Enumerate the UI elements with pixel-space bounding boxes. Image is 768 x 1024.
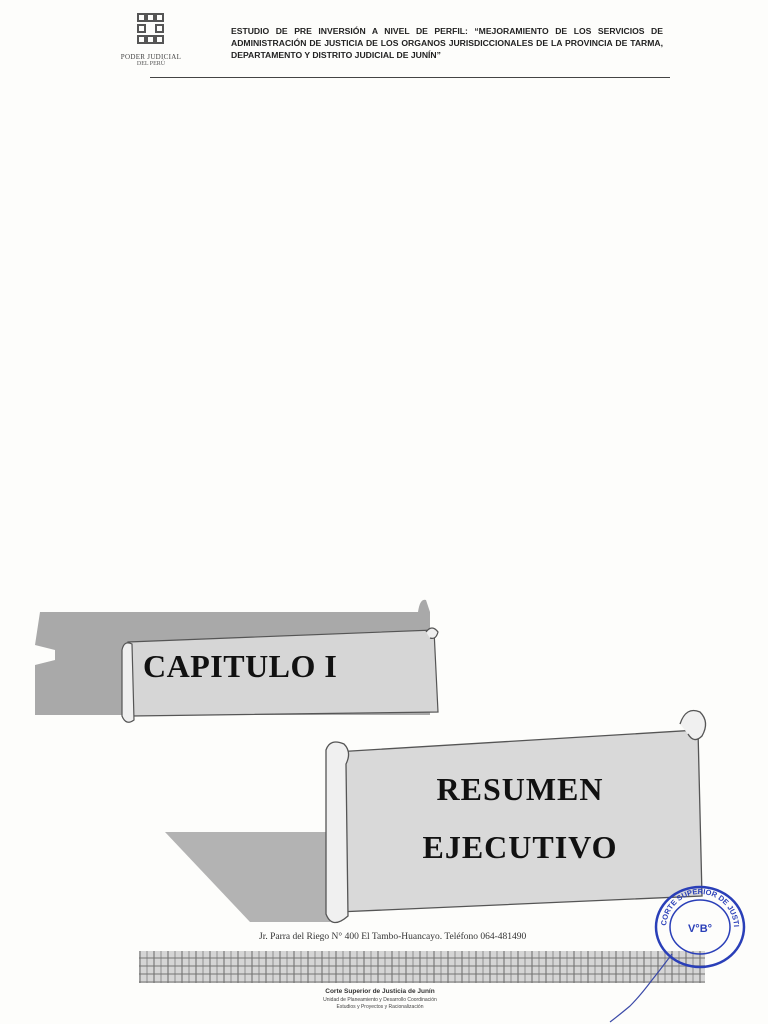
handwritten-signature <box>609 953 673 1023</box>
chapter-scroll-right-roll <box>425 627 439 639</box>
poder-judicial-logo: PODER JUDICIAL DEL PERÚ <box>118 12 184 74</box>
section-title-line2: EJECUTIVO <box>422 829 618 865</box>
chapter-scroll-left-roll <box>121 642 135 723</box>
svg-text:V°B°: V°B° <box>688 923 712 935</box>
logo-name: PODER JUDICIAL <box>120 53 182 61</box>
footer-decorative-pattern <box>139 951 705 983</box>
svg-text:CORTE SUPERIOR DE JUSTICIA DE: CORTE SUPERIOR DE JUSTICIA DE JUNÍN <box>652 884 741 927</box>
section-title-line1: RESUMEN <box>436 771 604 807</box>
logo-subtitle: DEL PERÚ <box>136 61 166 67</box>
header-divider <box>150 77 670 78</box>
section-title: RESUMEN EJECUTIVO <box>355 760 685 876</box>
footer-org-line3: Estudios y Proyectos y Racionalización <box>336 1004 424 1010</box>
court-emblem-icon <box>137 13 164 44</box>
footer-org-name: Corte Superior de Justicia de Junín <box>325 988 435 995</box>
scroll-banners-illustration <box>35 599 707 924</box>
study-title: ESTUDIO DE PRE INVERSIÓN A NIVEL DE PERF… <box>231 26 663 60</box>
chapter-title: CAPITULO I <box>143 648 338 684</box>
footer-address: Jr. Parra del Riego N° 400 El Tambo-Huan… <box>259 932 527 942</box>
section-scroll-right-roll <box>679 709 707 741</box>
section-scroll-left-roll <box>325 741 350 924</box>
footer-org-line2: Unidad de Planeamiento y Desarrollo Coor… <box>323 997 437 1003</box>
official-seal-stamp: CORTE SUPERIOR DE JUSTICIA DE JUNÍN V°B° <box>652 884 746 969</box>
section-banner-shadow <box>165 832 330 922</box>
